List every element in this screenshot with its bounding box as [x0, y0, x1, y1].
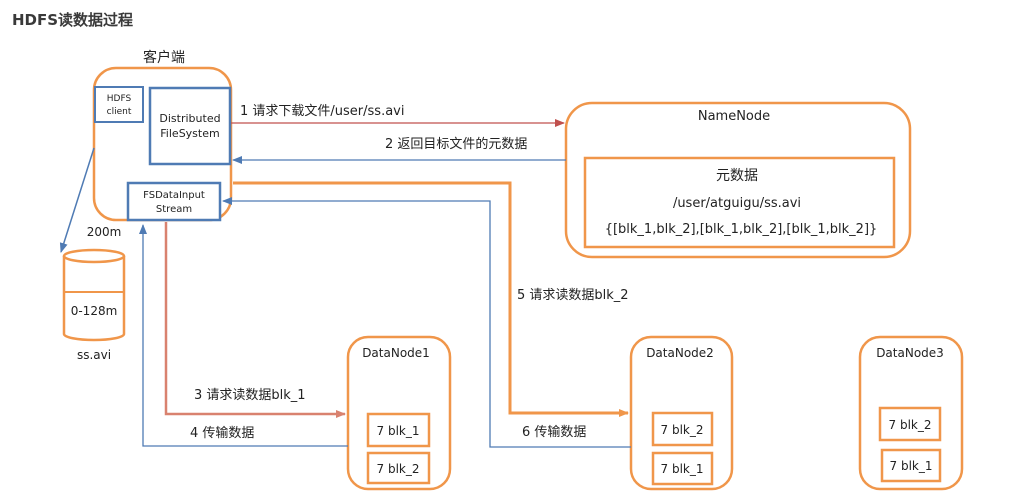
- file-cylinder-body: [64, 256, 124, 334]
- hdfs-client-box: [94, 86, 144, 123]
- fsdis-line1: FSDataInput: [143, 190, 205, 201]
- hdfs-client-line1: HDFS: [107, 94, 132, 104]
- datanode1-label: DataNode1: [362, 346, 430, 360]
- datanode1-block1-label: 7 blk_1: [377, 424, 420, 438]
- file-segment-label: 0-128m: [71, 304, 118, 318]
- step3-label: 3 请求读数据blk_1: [194, 388, 306, 403]
- file-name-label: ss.avi: [77, 348, 111, 362]
- step4-label: 4 传输数据: [190, 425, 254, 441]
- step6-label: 6 传输数据: [522, 424, 586, 440]
- step4-arrow: [139, 224, 348, 447]
- fsdis-line2: Stream: [156, 204, 192, 215]
- fsdatainputstream-box: [126, 181, 222, 222]
- dfs-line1: Distributed: [159, 112, 220, 125]
- step5-arrow: [233, 181, 629, 417]
- step3-arrow: [164, 222, 346, 418]
- datanode2-block1-label: 7 blk_2: [661, 423, 704, 437]
- datanode2-block2: [651, 451, 714, 486]
- metadata-title: 元数据: [716, 168, 758, 184]
- step5-label: 5 请求读数据blk_2: [517, 288, 629, 303]
- step2-label: 2 返回目标文件的元数据: [385, 136, 527, 152]
- distributed-filesystem-box: [148, 86, 232, 166]
- datanode1-block2-label: 7 blk_2: [377, 462, 420, 476]
- datanode3-block1-label: 7 blk_2: [889, 418, 932, 432]
- datanode3-block2-label: 7 blk_1: [890, 459, 933, 473]
- datanode3-label: DataNode3: [876, 346, 944, 360]
- datanode2-block2-label: 7 blk_1: [661, 462, 704, 476]
- datanode2-block1: [651, 411, 714, 447]
- write-local-arrow: [59, 147, 95, 253]
- metadata-blocks: {[blk_1,blk_2],[blk_1,blk_2],[blk_1,blk_…: [605, 222, 878, 237]
- datanode1-block2: [366, 451, 431, 485]
- datanode3-block1: [878, 406, 942, 442]
- page-title: HDFS读数据过程: [12, 11, 134, 29]
- datanode1-block1: [366, 412, 431, 448]
- namenode-label: NameNode: [698, 109, 770, 124]
- datanode3-block2: [880, 448, 942, 483]
- metadata-path: /user/atguigu/ss.avi: [673, 196, 801, 211]
- step1-label: 1 请求下载文件/user/ss.avi: [240, 104, 404, 119]
- datanode2-label: DataNode2: [646, 346, 714, 360]
- dfs-line2: FileSystem: [160, 127, 219, 140]
- hdfs-client-line2: client: [107, 107, 132, 117]
- metadata-box: [583, 156, 896, 249]
- client-label: 客户端: [143, 49, 185, 66]
- step6-arrow: [222, 197, 631, 448]
- file-cylinder-bottom: [62, 333, 126, 342]
- file-size-label: 200m: [87, 225, 122, 239]
- file-cylinder-top: [62, 248, 126, 264]
